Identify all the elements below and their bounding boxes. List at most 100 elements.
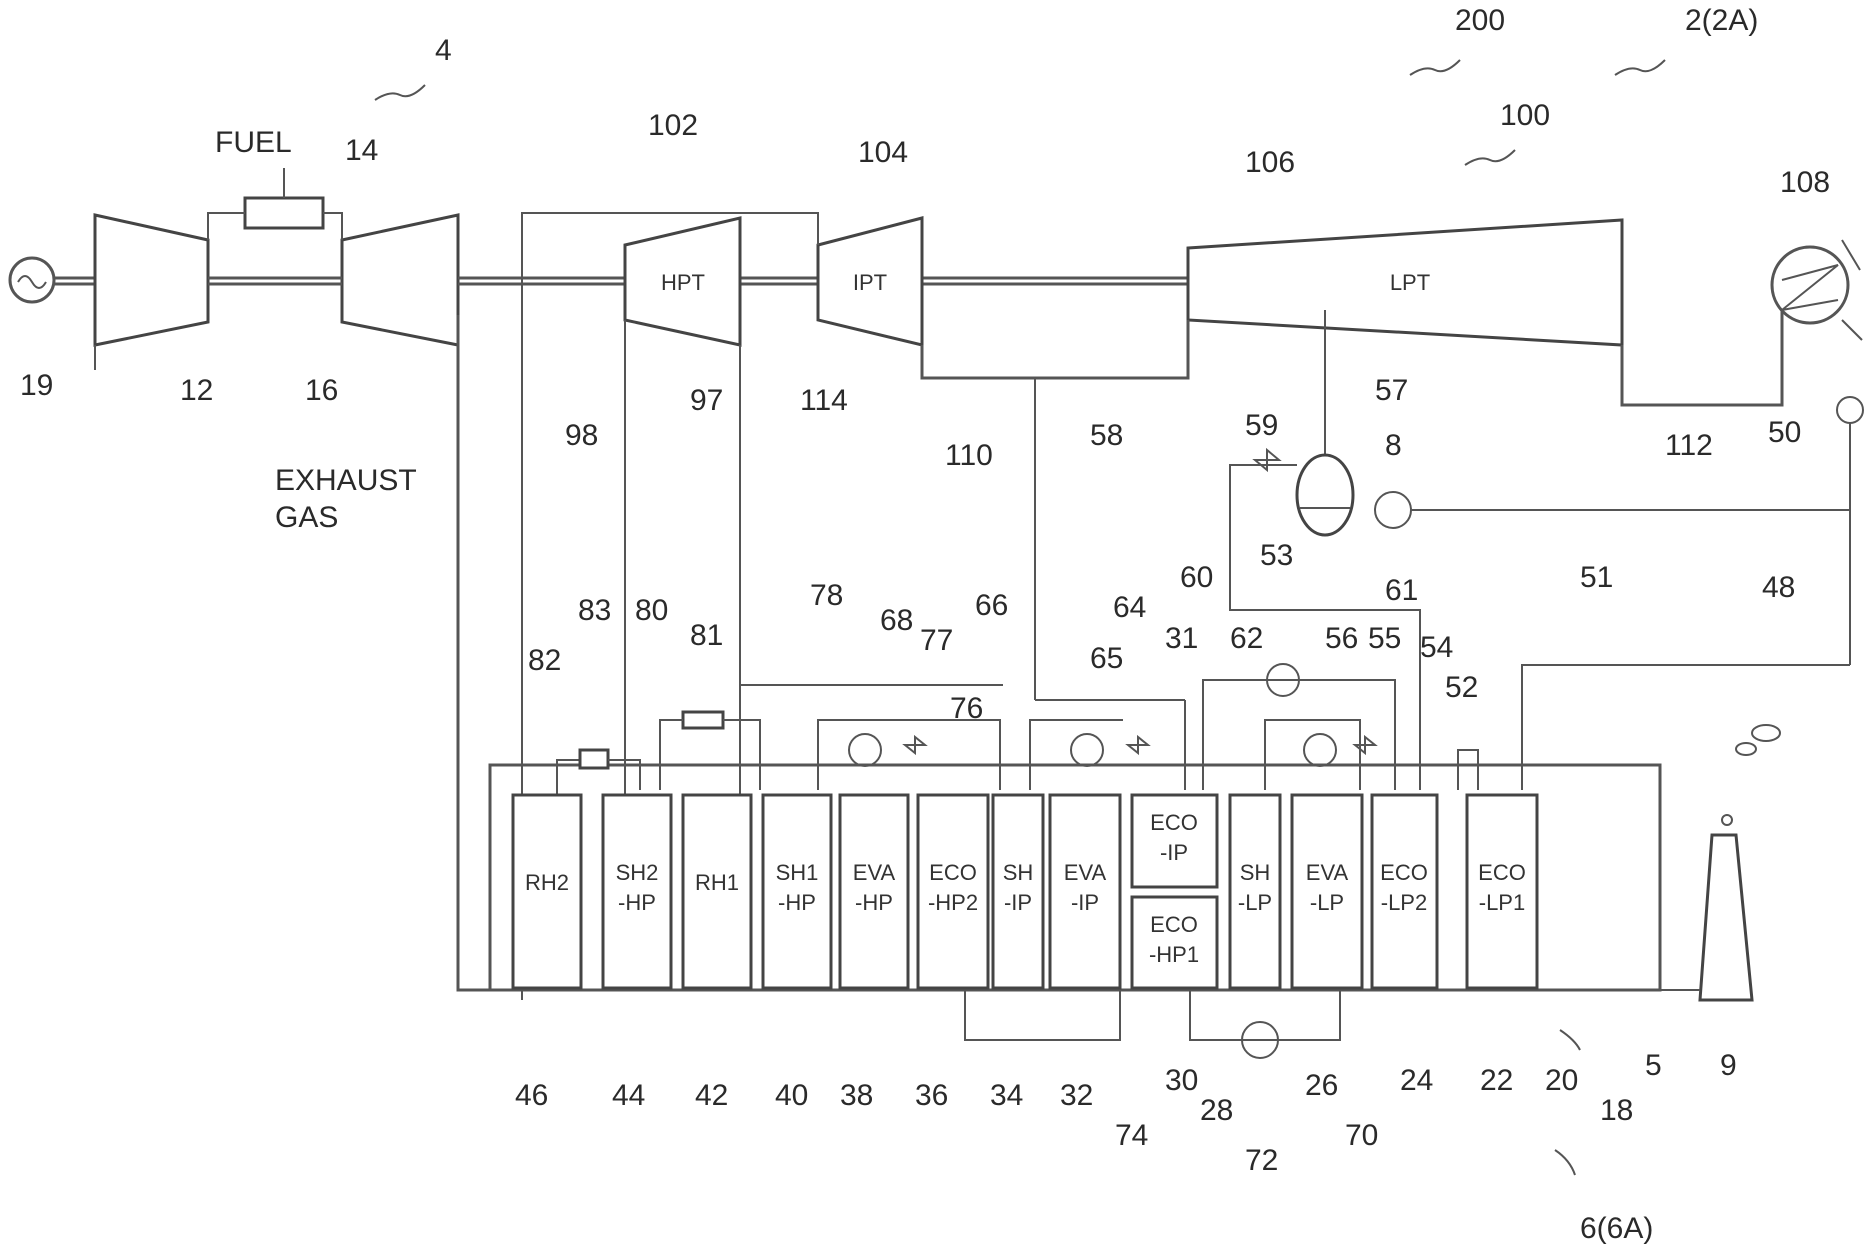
block-rh1: RH1 bbox=[683, 795, 751, 988]
svg-text:-IP: -IP bbox=[1071, 890, 1099, 915]
gas-turbine-expander bbox=[342, 215, 458, 345]
svg-text:ECO: ECO bbox=[1478, 860, 1526, 885]
svg-text:12: 12 bbox=[180, 374, 213, 407]
svg-text:18: 18 bbox=[1600, 1094, 1633, 1127]
svg-text:-HP2: -HP2 bbox=[928, 890, 978, 915]
svg-text:42: 42 bbox=[695, 1079, 728, 1112]
svg-text:68: 68 bbox=[880, 604, 913, 637]
svg-text:14: 14 bbox=[345, 134, 378, 167]
svg-text:34: 34 bbox=[990, 1079, 1023, 1112]
reference-numerals: 4 200 2(2A) 100 102 104 106 108 14 19 12… bbox=[20, 4, 1830, 1244]
svg-text:ECO: ECO bbox=[1150, 912, 1198, 937]
svg-text:61: 61 bbox=[1385, 574, 1418, 607]
svg-text:48: 48 bbox=[1762, 571, 1795, 604]
svg-text:57: 57 bbox=[1375, 374, 1408, 407]
svg-text:4: 4 bbox=[435, 34, 452, 67]
svg-text:114: 114 bbox=[800, 384, 848, 417]
valve-55-icon bbox=[1355, 737, 1375, 753]
svg-text:8: 8 bbox=[1385, 429, 1402, 462]
svg-text:20: 20 bbox=[1545, 1064, 1578, 1097]
svg-text:-IP: -IP bbox=[1160, 840, 1188, 865]
hpt-label: HPT bbox=[661, 270, 705, 295]
combustor bbox=[245, 198, 323, 228]
svg-text:19: 19 bbox=[20, 369, 53, 402]
svg-text:RH2: RH2 bbox=[525, 870, 569, 895]
exhaust-label: EXHAUST bbox=[275, 464, 417, 497]
attemperator-81 bbox=[683, 712, 723, 728]
svg-text:SH1: SH1 bbox=[776, 860, 819, 885]
svg-text:-HP: -HP bbox=[618, 890, 656, 915]
block-eco-hp2: ECO -HP2 bbox=[918, 795, 988, 988]
block-sh1-hp: SH1 -HP bbox=[763, 795, 831, 988]
condensate-pump-icon bbox=[1837, 397, 1863, 423]
exhaust-pipe-112 bbox=[1622, 310, 1782, 405]
svg-text:98: 98 bbox=[565, 419, 598, 452]
ac-wave-icon bbox=[18, 276, 46, 288]
svg-text:78: 78 bbox=[810, 579, 843, 612]
svg-text:108: 108 bbox=[1780, 166, 1830, 199]
svg-text:22: 22 bbox=[1480, 1064, 1513, 1097]
svg-text:97: 97 bbox=[690, 384, 723, 417]
valve-59-icon bbox=[1255, 450, 1279, 470]
gas-label: GAS bbox=[275, 501, 338, 534]
svg-text:81: 81 bbox=[690, 619, 723, 652]
svg-text:-IP: -IP bbox=[1004, 890, 1032, 915]
svg-text:82: 82 bbox=[528, 644, 561, 677]
stack bbox=[1700, 835, 1752, 1000]
ipt-label: IPT bbox=[853, 270, 887, 295]
svg-text:72: 72 bbox=[1245, 1144, 1278, 1177]
fuel-label: FUEL bbox=[215, 126, 292, 159]
svg-text:66: 66 bbox=[975, 589, 1008, 622]
svg-text:32: 32 bbox=[1060, 1079, 1093, 1112]
svg-text:53: 53 bbox=[1260, 539, 1293, 572]
block-eva-lp: EVA -LP bbox=[1292, 795, 1362, 988]
svg-text:6(6A): 6(6A) bbox=[1580, 1212, 1653, 1244]
svg-text:104: 104 bbox=[858, 136, 908, 169]
generator-symbol bbox=[10, 258, 54, 302]
svg-text:SH: SH bbox=[1240, 860, 1271, 885]
svg-text:EVA: EVA bbox=[1306, 860, 1349, 885]
svg-text:59: 59 bbox=[1245, 409, 1278, 442]
pump-77-icon bbox=[849, 734, 881, 766]
svg-text:102: 102 bbox=[648, 109, 698, 142]
svg-text:38: 38 bbox=[840, 1079, 873, 1112]
pump-65-icon bbox=[1071, 734, 1103, 766]
svg-text:SH: SH bbox=[1003, 860, 1034, 885]
svg-text:ECO: ECO bbox=[1150, 810, 1198, 835]
svg-text:31: 31 bbox=[1165, 622, 1198, 655]
attemperator-83 bbox=[580, 750, 608, 768]
svg-text:-HP: -HP bbox=[855, 890, 893, 915]
block-eco-ip: ECO -IP bbox=[1132, 795, 1217, 887]
block-eco-lp2: ECO -LP2 bbox=[1372, 795, 1437, 988]
svg-text:51: 51 bbox=[1580, 561, 1613, 594]
svg-text:9: 9 bbox=[1720, 1049, 1737, 1082]
svg-text:65: 65 bbox=[1090, 642, 1123, 675]
lp-drum bbox=[1297, 455, 1353, 535]
svg-text:106: 106 bbox=[1245, 146, 1295, 179]
hrsg-blocks: RH2 SH2 -HP RH1 SH1 -HP EVA -HP ECO -HP2 bbox=[513, 795, 1537, 988]
valve-76-icon bbox=[905, 737, 925, 753]
block-rh2: RH2 bbox=[513, 795, 581, 988]
svg-text:ECO: ECO bbox=[929, 860, 977, 885]
pump-56-icon bbox=[1304, 734, 1336, 766]
svg-text:64: 64 bbox=[1113, 591, 1146, 624]
svg-text:46: 46 bbox=[515, 1079, 548, 1112]
svg-text:200: 200 bbox=[1455, 4, 1505, 37]
block-eva-hp: EVA -HP bbox=[840, 795, 908, 988]
svg-text:EVA: EVA bbox=[853, 860, 896, 885]
svg-text:-HP1: -HP1 bbox=[1149, 942, 1199, 967]
block-eco-lp1: ECO -LP1 bbox=[1467, 795, 1537, 988]
svg-text:58: 58 bbox=[1090, 419, 1123, 452]
svg-text:-LP1: -LP1 bbox=[1479, 890, 1525, 915]
svg-text:56: 56 bbox=[1325, 622, 1358, 655]
block-eco-hp1: ECO -HP1 bbox=[1132, 897, 1217, 988]
exhaust-duct bbox=[458, 315, 490, 990]
svg-text:44: 44 bbox=[612, 1079, 645, 1112]
compressor bbox=[95, 215, 208, 345]
svg-text:5: 5 bbox=[1645, 1049, 1662, 1082]
svg-text:30: 30 bbox=[1165, 1064, 1198, 1097]
svg-text:-LP2: -LP2 bbox=[1381, 890, 1427, 915]
svg-text:ECO: ECO bbox=[1380, 860, 1428, 885]
svg-text:62: 62 bbox=[1230, 622, 1263, 655]
